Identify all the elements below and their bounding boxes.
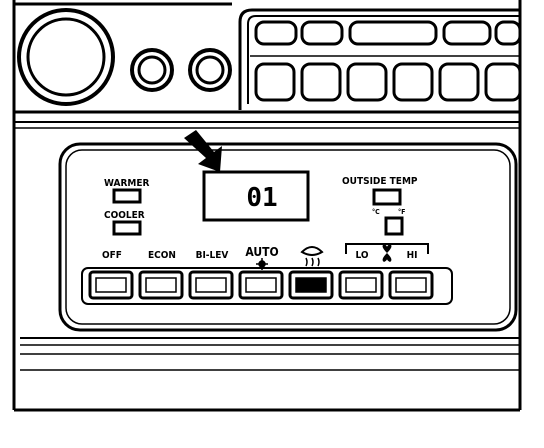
mode-label-lo: LO: [355, 250, 368, 261]
mode-labels: OFF ECON BI-LEV AUTO LO HI: [102, 245, 417, 261]
mode-label-bilev: BI-LEV: [196, 250, 229, 261]
auto-button[interactable]: [238, 270, 284, 300]
radio-faceplate: [238, 8, 520, 110]
fahrenheit-label: °F: [398, 208, 405, 216]
mode-label-auto: AUTO: [245, 245, 278, 259]
mode-button-row: [81, 267, 453, 305]
bilev-button-inset: [195, 277, 227, 293]
fan-lo-button[interactable]: [338, 270, 384, 300]
off-button-inset: [95, 277, 127, 293]
warmer-button[interactable]: [112, 188, 142, 204]
radio-small-knob-right[interactable]: [188, 48, 232, 92]
climate-panel-housing: [58, 142, 518, 332]
defrost-button[interactable]: [288, 270, 334, 300]
mode-label-hi: HI: [407, 250, 418, 261]
outside-temp-button[interactable]: [372, 188, 402, 206]
auto-button-inset: [245, 277, 277, 293]
radio-preset-row-top[interactable]: [254, 20, 522, 46]
fan-hi-button-inset: [395, 277, 427, 293]
fan-lo-button-inset: [345, 277, 377, 293]
econ-button-inset: [145, 277, 177, 293]
temperature-display: [202, 170, 310, 222]
celsius-label: °C: [372, 208, 380, 216]
fan-hi-button[interactable]: [388, 270, 434, 300]
cooler-label: COOLER: [104, 210, 145, 221]
off-button[interactable]: [88, 270, 134, 300]
button-row-frame: [81, 267, 453, 305]
mode-label-off: OFF: [102, 250, 122, 261]
outside-temp-label: OUTSIDE TEMP: [342, 176, 418, 187]
cooler-button[interactable]: [112, 220, 142, 236]
fan-icon: [382, 244, 392, 262]
radio-volume-knob[interactable]: [17, 8, 115, 106]
unit-toggle-button[interactable]: [384, 216, 404, 236]
econ-button[interactable]: [138, 270, 184, 300]
display-readout: 01: [246, 183, 277, 213]
defrost-icon: [300, 246, 324, 267]
radio-preset-row-bottom[interactable]: [254, 62, 522, 102]
fan-speed-bracket: [345, 243, 429, 254]
defrost-button-inset: [295, 277, 327, 293]
radio-small-knob-left[interactable]: [130, 48, 174, 92]
bilev-button[interactable]: [188, 270, 234, 300]
warmer-label: WARMER: [104, 178, 149, 189]
mode-label-econ: ECON: [148, 250, 176, 261]
arrow-pointer-icon: [184, 130, 222, 172]
